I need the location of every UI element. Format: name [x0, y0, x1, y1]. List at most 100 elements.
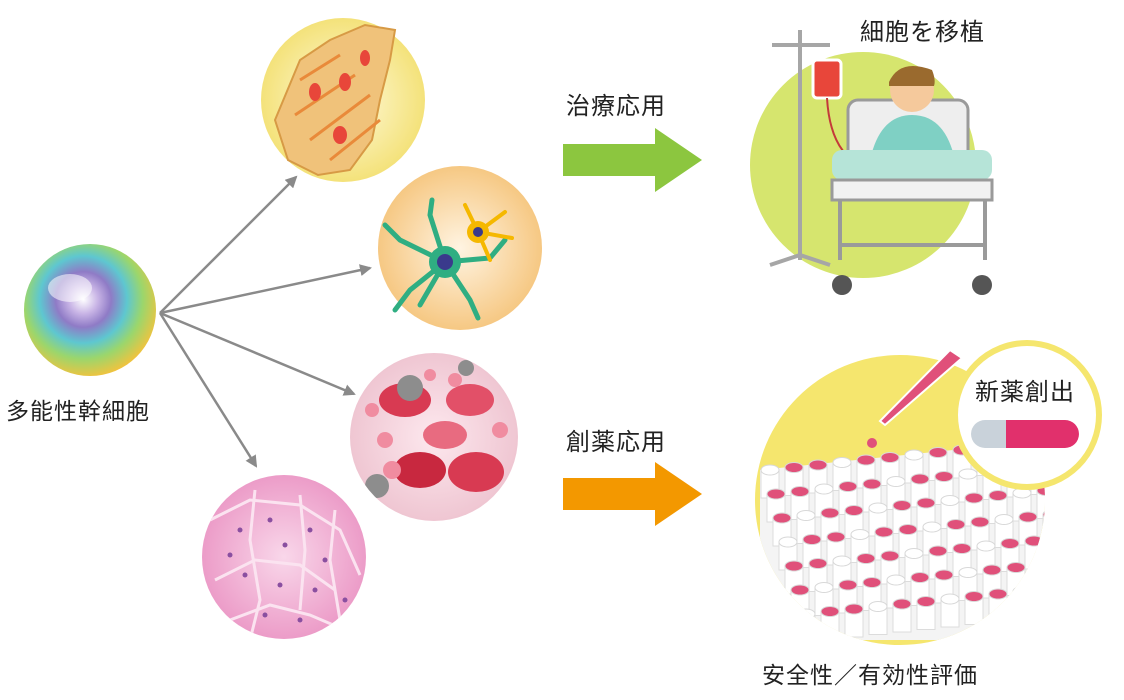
new-drug-creation-label: 新薬創出	[975, 378, 1075, 406]
well-top	[856, 454, 876, 466]
well-top	[880, 452, 900, 463]
well-top	[808, 459, 828, 471]
well-top	[844, 603, 864, 615]
well-top	[808, 558, 828, 569]
well-top	[928, 447, 948, 458]
well-top	[988, 588, 1008, 600]
well-top	[862, 478, 882, 490]
liver-tissue-image	[202, 475, 366, 639]
well-top	[934, 471, 954, 482]
well-top	[880, 550, 900, 562]
well-top	[946, 519, 966, 530]
well-top	[904, 548, 924, 559]
well-top	[838, 579, 858, 591]
cardiomyocytes-cell-image	[261, 18, 425, 182]
well-top	[934, 569, 954, 581]
differentiation-arrows	[158, 175, 372, 468]
neurons-cell-image	[378, 166, 542, 330]
arrow-to-neurons	[159, 264, 372, 315]
well-top	[988, 490, 1008, 501]
well-top	[1049, 534, 1067, 544]
well-top	[790, 486, 810, 497]
well-top	[868, 502, 888, 514]
therapy-arrow	[563, 128, 702, 192]
stem-cell-sphere	[24, 244, 156, 376]
cell-transplant-label: 細胞を移植	[860, 18, 985, 46]
well-top	[1042, 509, 1045, 520]
well-top	[982, 564, 1002, 576]
well-body	[796, 613, 816, 643]
well-top	[838, 481, 858, 492]
well-top	[856, 553, 876, 564]
well-top	[772, 512, 792, 524]
well-top	[1000, 538, 1020, 549]
well-body	[1049, 539, 1067, 567]
well-top	[964, 492, 984, 504]
well-top	[1030, 559, 1045, 571]
well-top	[886, 574, 906, 586]
well-body	[1055, 563, 1073, 591]
well-top	[832, 457, 852, 468]
well-body	[1061, 587, 1079, 615]
well-top	[868, 601, 888, 612]
well-top	[766, 488, 786, 500]
capsule-bubble	[952, 340, 1102, 490]
well-top	[892, 598, 912, 610]
well-top	[1006, 562, 1026, 573]
safety-efficacy-evaluation-label: 安全性／有効性評価	[762, 663, 978, 689]
well-top	[916, 596, 936, 607]
well-body	[1030, 564, 1045, 594]
well-top	[886, 476, 906, 487]
well-top	[970, 516, 990, 528]
well-top	[790, 584, 810, 596]
well-plate	[760, 437, 1079, 643]
well-top	[958, 567, 978, 578]
well-top	[784, 462, 804, 473]
arrow-to-blood-cells	[159, 311, 356, 396]
stem-cell-label: 多能性幹細胞	[6, 399, 150, 425]
well-top	[1055, 558, 1073, 568]
well-top	[778, 536, 798, 548]
well-top	[820, 507, 840, 519]
well-top	[994, 514, 1014, 525]
well-top	[784, 560, 804, 572]
drug-discovery-arrow	[563, 462, 702, 526]
well-top	[940, 593, 960, 605]
capsule-icon	[971, 420, 1079, 448]
well-top	[814, 582, 834, 593]
well-body	[1036, 490, 1045, 519]
well-top	[832, 555, 852, 567]
well-top	[1036, 583, 1045, 595]
well-top	[1024, 535, 1044, 547]
pipette	[878, 348, 964, 427]
well-top	[796, 608, 816, 620]
well-top	[1012, 586, 1032, 597]
well-body	[1012, 591, 1032, 620]
arrow-to-liver-tissue	[158, 312, 258, 468]
well-body	[1036, 588, 1045, 618]
drug-screening-illustration	[755, 340, 1102, 645]
well-top	[928, 545, 948, 557]
well-top	[820, 606, 840, 617]
well-top	[814, 483, 834, 495]
well-top	[916, 497, 936, 509]
well-top	[904, 449, 924, 461]
well-body	[1042, 514, 1045, 543]
well-top	[1018, 511, 1038, 523]
well-top	[760, 464, 780, 476]
well-top	[952, 543, 972, 554]
well-top	[964, 591, 984, 602]
well-top	[910, 572, 930, 583]
well-top	[1061, 582, 1079, 592]
arrow-to-cardiomyocytes	[159, 175, 298, 314]
well-top	[802, 534, 822, 545]
well-top	[958, 468, 978, 480]
therapy-application-label: 治療応用	[566, 92, 666, 120]
well-top	[826, 531, 846, 543]
blood-cells-image	[350, 353, 518, 521]
well-top	[898, 524, 918, 535]
well-top	[844, 505, 864, 516]
drug-discovery-application-label: 創薬応用	[566, 428, 666, 456]
well-top	[874, 526, 894, 538]
